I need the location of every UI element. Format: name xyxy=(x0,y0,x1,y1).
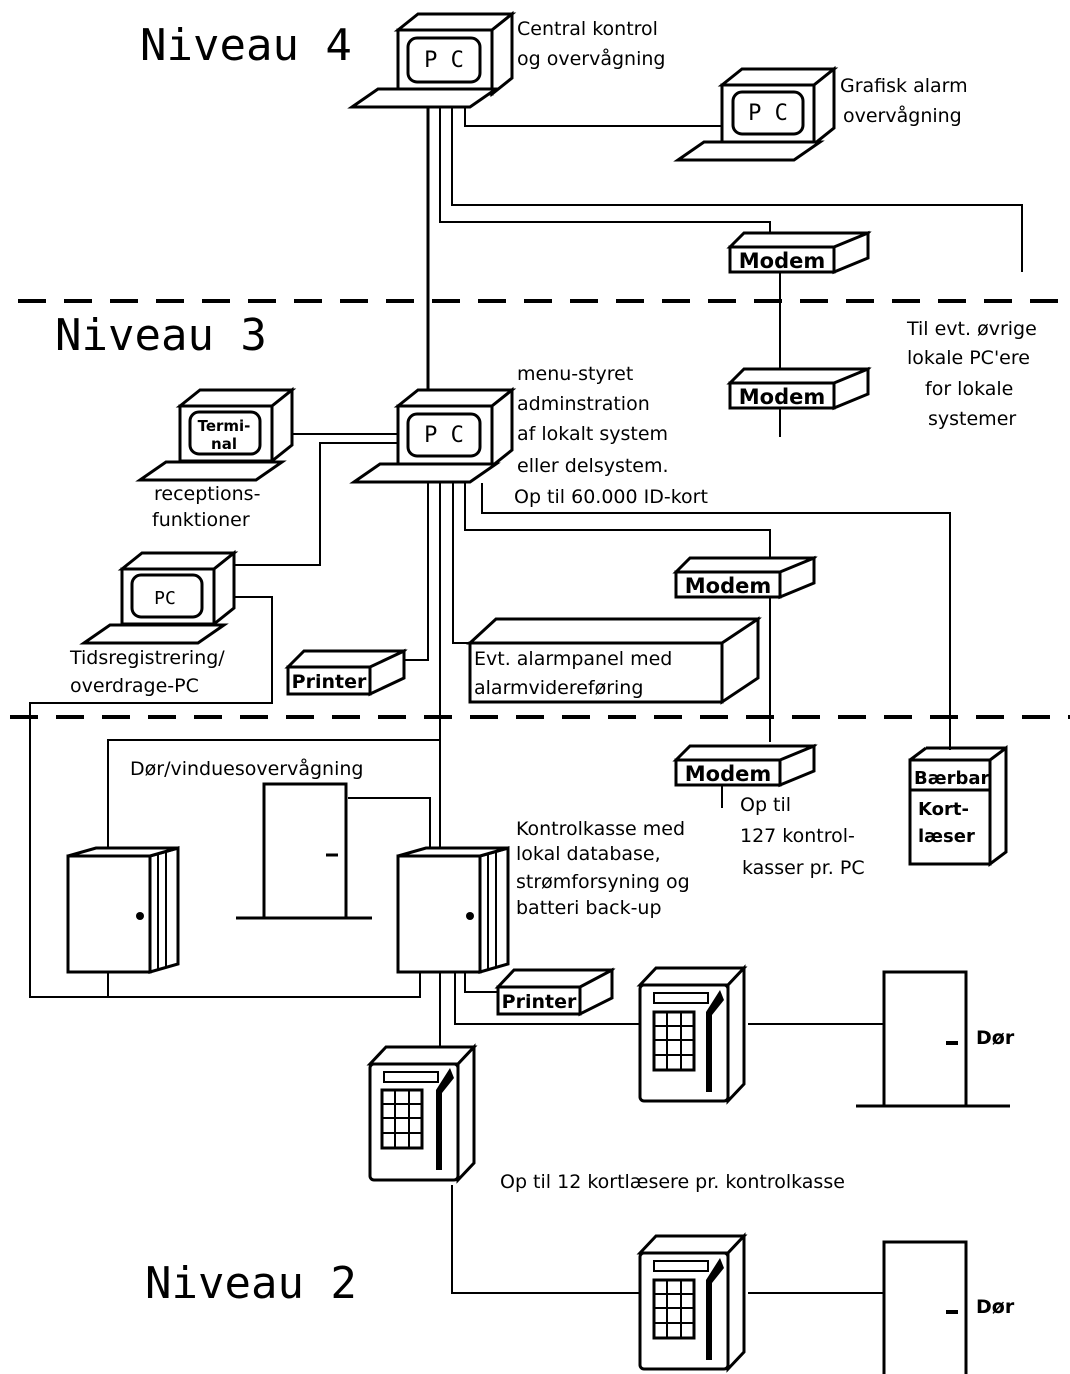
terminal-label-line1: Termi- xyxy=(198,417,251,435)
modem-level3-icon: Modem xyxy=(672,555,818,600)
door-2-icon xyxy=(882,1240,968,1374)
tids-label-line2: overdrage-PC xyxy=(70,675,199,697)
central-label-line1: Central kontrol xyxy=(517,18,658,40)
printer-level3-label: Printer xyxy=(292,671,367,693)
central-label-line2: og overvågning xyxy=(517,47,665,70)
grafisk-pc-icon: P C xyxy=(673,65,839,162)
central-pc-icon: P C xyxy=(347,10,517,109)
monitored-door-icon xyxy=(236,782,372,920)
grafisk-pc-label: P C xyxy=(748,101,788,126)
portable-card-reader-icon: Bærbar Kort- læser xyxy=(908,745,1008,867)
reception-label-line1: receptions- xyxy=(154,483,260,505)
kontrol-label-line3: strømforsyning og xyxy=(516,871,690,893)
alarm-label-line1: Evt. alarmpanel med xyxy=(474,648,672,670)
tids-label-line1: Tidsregistrering/ xyxy=(69,647,225,669)
modem-top-icon: Modem xyxy=(726,230,872,275)
remote-label-line1: Til evt. øvrige xyxy=(906,318,1037,340)
time-registration-pc-label: PC xyxy=(154,588,176,609)
modem-level2-icon: Modem xyxy=(672,743,818,788)
alarm-label-line2: alarmvidereføring xyxy=(474,677,643,699)
alarm-panel-icon: Evt. alarmpanel med alarmvidereføring xyxy=(466,616,762,705)
optil-label-line3: kasser pr. PC xyxy=(742,857,865,879)
modem-remote-label: Modem xyxy=(739,385,825,409)
portable-label-line2: Kort- xyxy=(918,799,969,820)
optil-label-line2: 127 kontrol- xyxy=(740,825,855,847)
remote-label-line2: lokale PC'ere xyxy=(907,347,1030,369)
printer-level2-icon: Printer xyxy=(494,967,616,1017)
menu-label-line4: eller delsystem. xyxy=(517,455,669,477)
menu-label-line1: menu-styret xyxy=(517,363,633,385)
window-control-box-icon xyxy=(66,846,180,974)
menu-label-line3: af lokalt system xyxy=(517,423,668,445)
level-3-title: Niveau 3 xyxy=(55,310,267,361)
remote-label-line4: systemer xyxy=(928,408,1016,430)
level-2-title: Niveau 2 xyxy=(145,1258,357,1309)
local-pc-icon: P C xyxy=(349,386,517,484)
menu-label-line5: Op til 60.000 ID-kort xyxy=(514,486,708,508)
central-pc-label: P C xyxy=(424,48,464,73)
door-2-label: Dør xyxy=(976,1296,1015,1318)
time-registration-pc-icon: PC xyxy=(79,549,239,645)
menu-label-line2: adminstration xyxy=(517,393,650,415)
level-4-title: Niveau 4 xyxy=(140,20,352,71)
connection-lines xyxy=(29,108,1023,1294)
printer-level3-icon: Printer xyxy=(284,648,408,697)
door-1-label: Dør xyxy=(976,1027,1015,1049)
card-reader-2-icon xyxy=(366,1043,478,1184)
portable-label-line1: Bærbar xyxy=(914,768,989,789)
reception-label-line2: funktioner xyxy=(152,509,250,531)
local-pc-label: P C xyxy=(424,423,464,448)
control-box-icon xyxy=(396,846,510,974)
modem-level3-label: Modem xyxy=(685,574,771,598)
remote-label-line3: for lokale xyxy=(925,378,1013,400)
kontrol-label-line2: lokal database, xyxy=(516,843,661,865)
terminal-label-line2: nal xyxy=(211,435,237,453)
modem-remote-icon: Modem xyxy=(726,366,872,411)
optil-label-line1: Op til xyxy=(740,794,791,816)
card-reader-1-icon xyxy=(636,964,748,1105)
portable-label-line3: læser xyxy=(918,826,975,847)
modem-level2-label: Modem xyxy=(685,762,771,786)
door-window-label: Dør/vinduesovervågning xyxy=(130,757,363,780)
card-reader-3-icon xyxy=(636,1232,748,1373)
grafisk-label-line2: overvågning xyxy=(843,104,962,127)
grafisk-label-line1: Grafisk alarm xyxy=(840,75,968,97)
readers-label: Op til 12 kortlæsere pr. kontrolkasse xyxy=(500,1171,845,1193)
kontrol-label-line4: batteri back-up xyxy=(516,897,662,919)
printer-level2-label: Printer xyxy=(502,991,577,1013)
modem-top-label: Modem xyxy=(739,249,825,273)
terminal-icon: Termi- nal xyxy=(135,386,297,482)
door-1-icon xyxy=(856,970,1010,1108)
kontrol-label-line1: Kontrolkasse med xyxy=(516,818,685,840)
